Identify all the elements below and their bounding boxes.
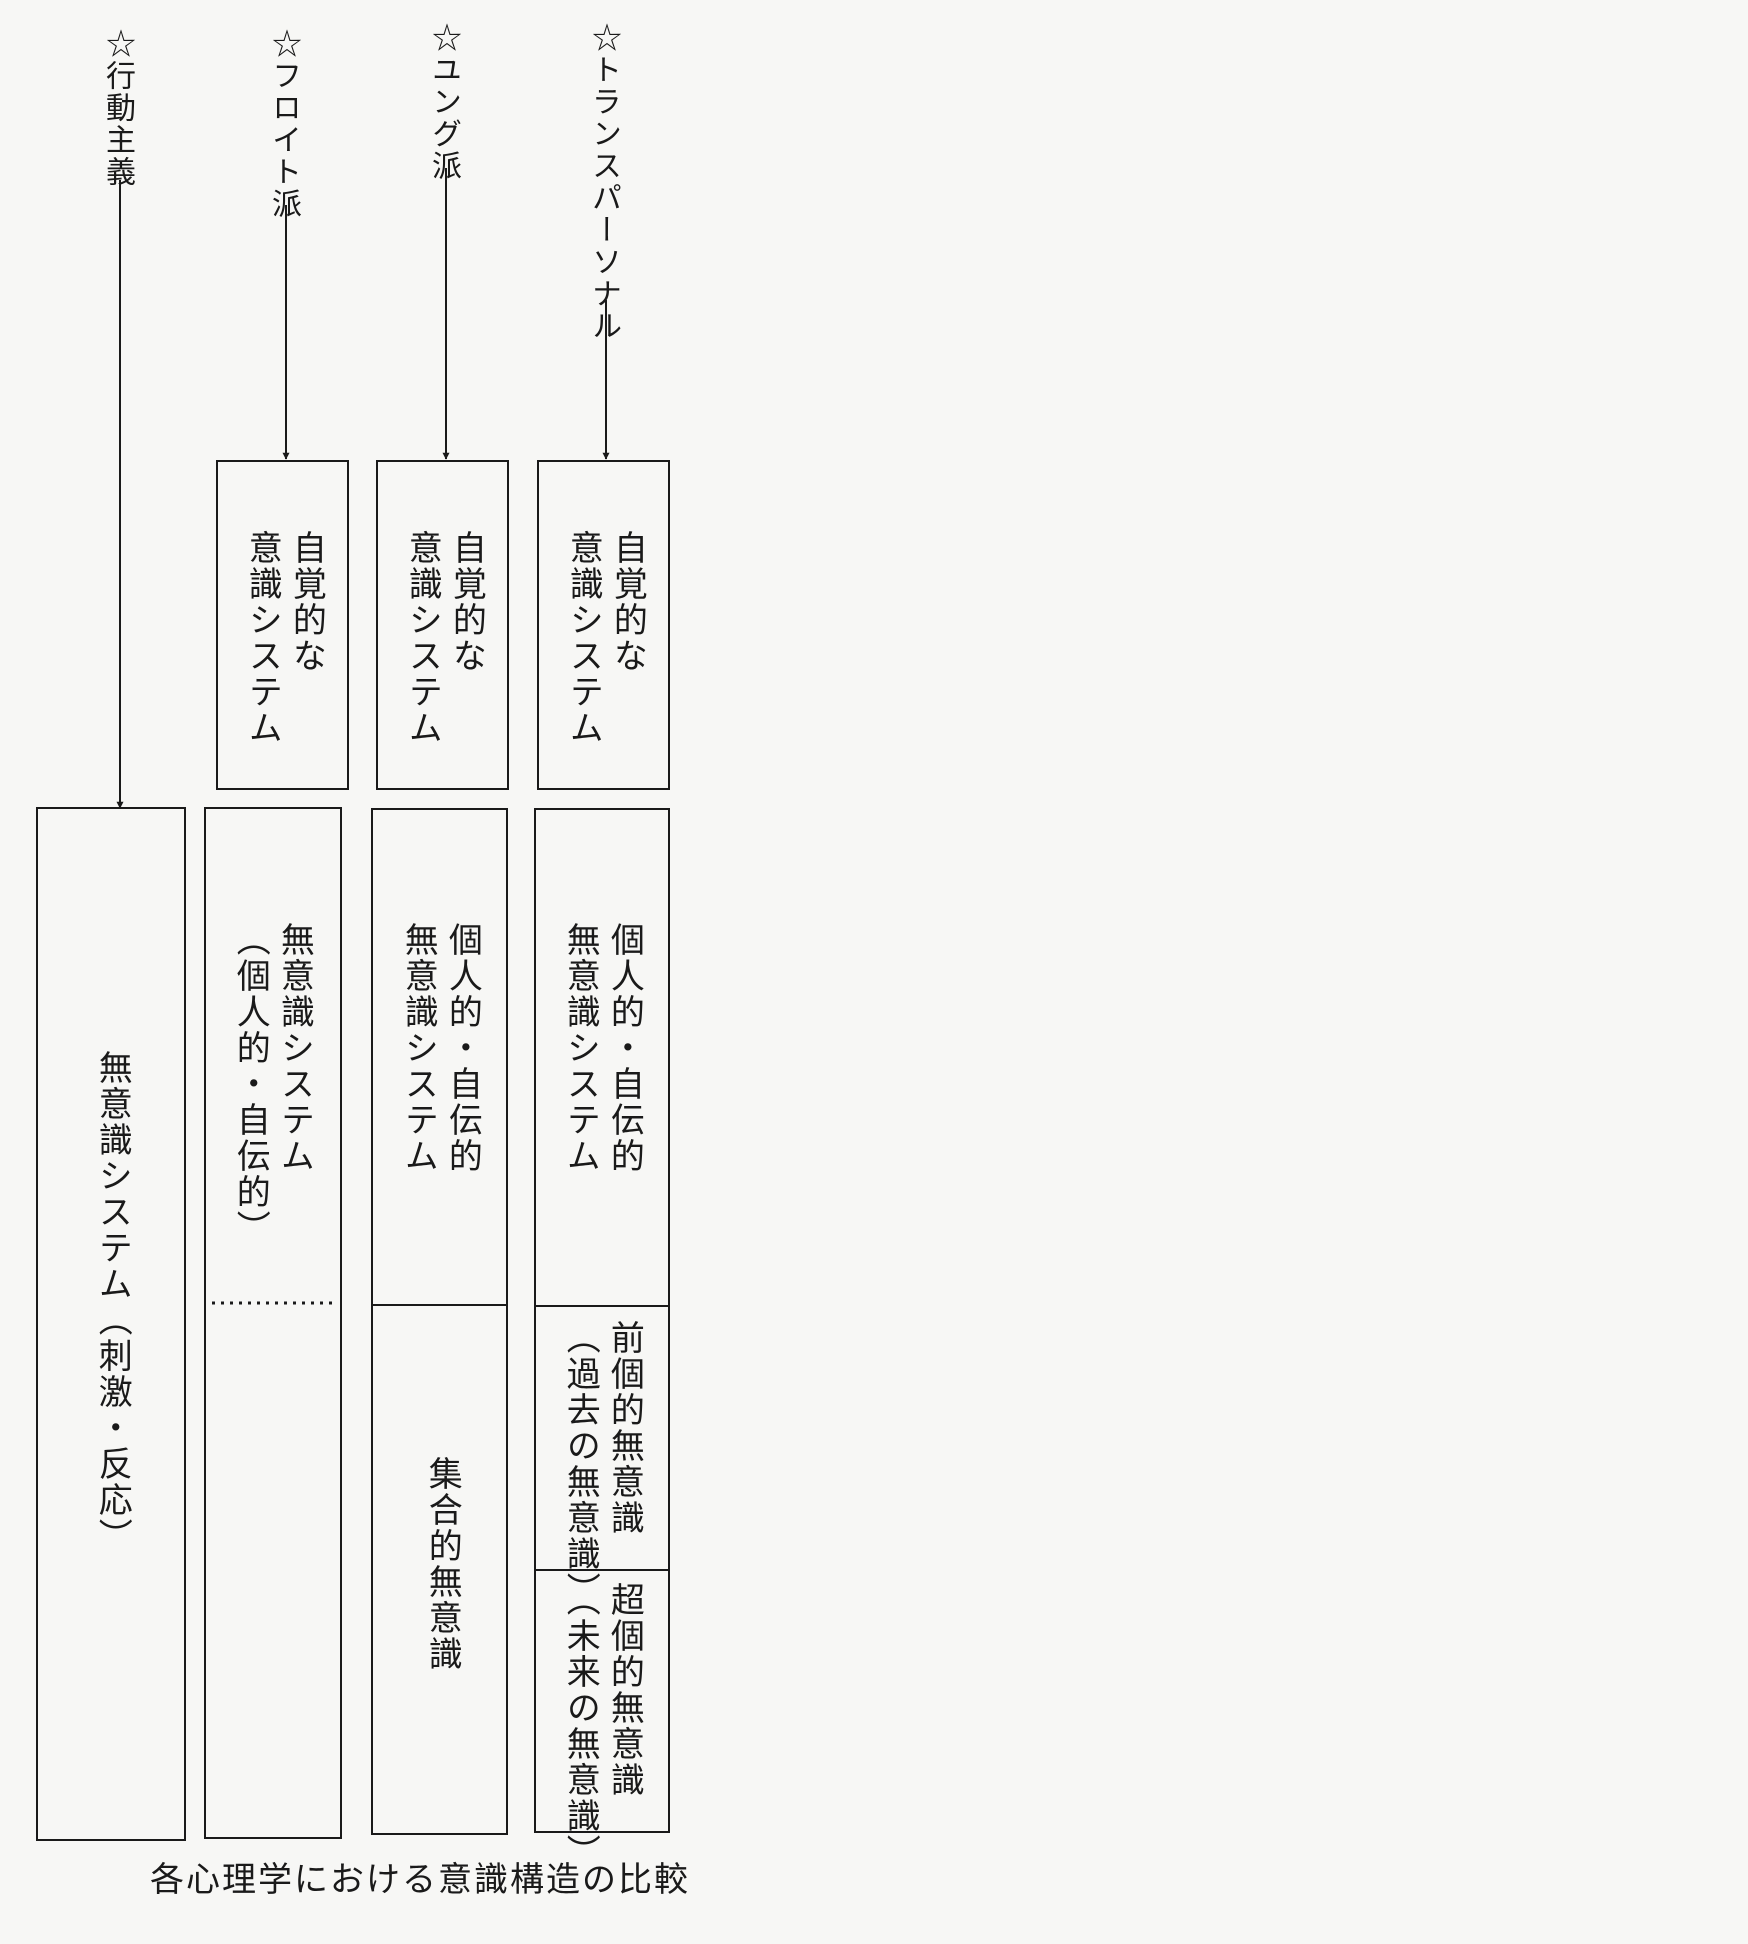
- box-freudian-conscious: [216, 460, 349, 790]
- figure-caption: 各心理学における意識構造の比較: [150, 1860, 690, 1900]
- box-jungian-collective-unconscious: [371, 1304, 508, 1835]
- transpersonal-prepersonal-unconscious-text: 前個的無意識 （過去の無意識）: [560, 1320, 645, 1608]
- box-transpersonal-conscious: [537, 460, 670, 790]
- transpersonal-conscious-text: 自覚的な 意識システム: [563, 530, 648, 746]
- transpersonal-transpersonal-unconscious-text: 超個的無意識 （未来の無意識）: [560, 1582, 645, 1870]
- jungian-collective-unconscious-text: 集合的無意識: [422, 1456, 463, 1672]
- freudian-unconscious-text: 無意識システム （個人的・自伝的）: [230, 922, 315, 1246]
- behaviorism-unconscious-text: 無意識システム（刺激・反応）: [92, 1050, 133, 1554]
- freudian-conscious-text: 自覚的な 意識システム: [242, 530, 327, 746]
- jungian-conscious-text: 自覚的な 意識システム: [402, 530, 487, 746]
- column-label-transpersonal: ☆トランスパーソナル: [586, 22, 621, 342]
- column-label-behaviorism: ☆行動主義: [100, 28, 135, 188]
- jungian-personal-unconscious-text: 個人的・自伝的 無意識システム: [398, 922, 483, 1174]
- box-transpersonal-transpersonal-unconscious: [534, 1569, 670, 1833]
- box-jungian-conscious: [376, 460, 509, 790]
- column-label-jungian: ☆ユング派: [426, 22, 461, 182]
- box-freudian-unconscious: [204, 807, 342, 1839]
- box-behaviorism-unconscious: [36, 807, 186, 1841]
- column-label-freudian: ☆フロイト派: [266, 28, 301, 220]
- transpersonal-personal-unconscious-text: 個人的・自伝的 無意識システム: [560, 922, 645, 1174]
